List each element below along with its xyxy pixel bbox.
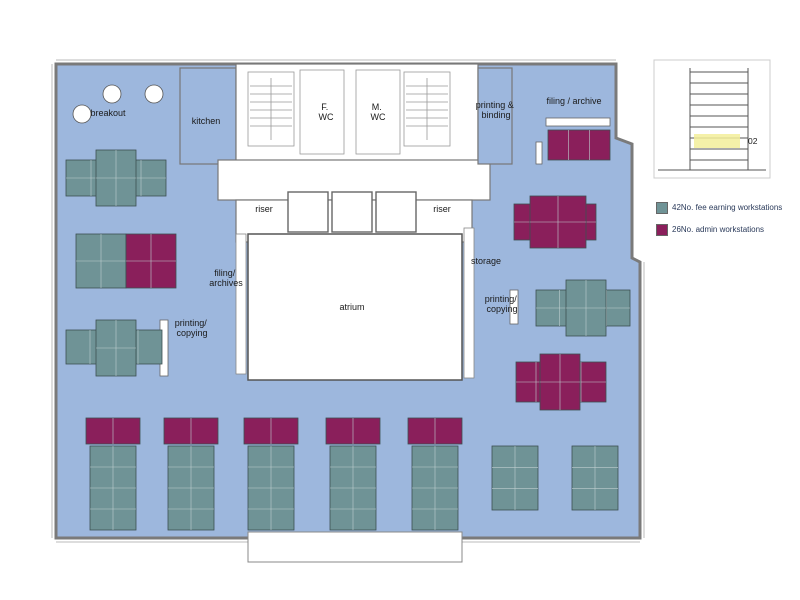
filing-units (159, 117, 611, 377)
atrium-balustrade (235, 227, 475, 379)
lift-shafts (287, 191, 417, 233)
label-printing-copying-right: printing/ copying (485, 294, 520, 314)
admin-cluster-14 (547, 129, 611, 161)
label-filing-archives-line2: archives (209, 278, 243, 288)
label-male-wc-line1: M. (372, 102, 382, 112)
label-atrium: atrium (339, 302, 364, 312)
label-filing-archive: filing / archive (546, 96, 601, 106)
breakout-furniture (72, 84, 164, 124)
legend-admin-text: 26No. admin workstations (672, 225, 765, 234)
legend-fee-earning-text: 42No. fee earning workstations (672, 203, 783, 212)
label-riser-right: riser (433, 204, 451, 214)
atrium-void (247, 233, 463, 381)
label-riser-left: riser (255, 204, 273, 214)
room-labels: breakout kitchen F. WC M. WC printing & … (90, 96, 601, 338)
label-printing-copying-right-line1: printing/ (485, 294, 518, 304)
label-printing-copying-left-line2: copying (176, 328, 207, 338)
entrance-canopy (247, 531, 463, 563)
label-male-wc: M. WC (371, 102, 386, 122)
label-printing-copying-right-line2: copying (486, 304, 517, 314)
label-female-wc: F. WC (319, 102, 334, 122)
legend-swatch-admin (656, 224, 668, 236)
label-kitchen: kitchen (192, 116, 221, 126)
workstation-clusters (65, 129, 631, 531)
label-storage: storage (471, 256, 501, 266)
building-core (179, 63, 513, 243)
label-female-wc-line1: F. (321, 102, 328, 112)
label-printing-copying-left: printing/ copying (175, 318, 210, 338)
label-printing-binding-line2: binding (481, 110, 510, 120)
legend-swatch-fee-earning (656, 202, 668, 214)
building-section: 02 (653, 59, 771, 179)
label-filing-archives: filing/ archives (209, 268, 243, 288)
label-printing-binding-line1: printing & (476, 100, 514, 110)
section-level-tag: 02 (748, 136, 758, 146)
label-printing-copying-left-line1: printing/ (175, 318, 208, 328)
label-male-wc-line2: WC (371, 112, 386, 122)
label-female-wc-line2: WC (319, 112, 334, 122)
stair-cores (247, 69, 451, 155)
label-filing-archives-line1: filing/ (214, 268, 236, 278)
section-current-floor (694, 134, 740, 148)
label-breakout: breakout (90, 108, 126, 118)
label-printing-binding: printing & binding (476, 100, 517, 120)
